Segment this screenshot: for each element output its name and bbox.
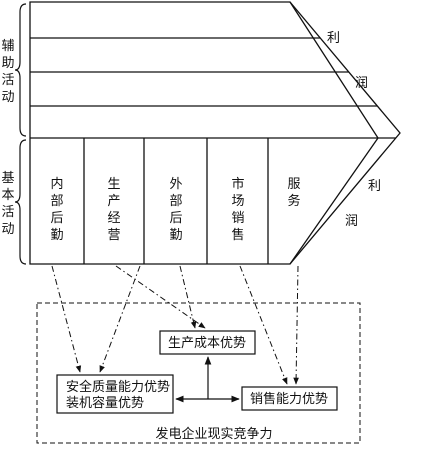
solid-connectors — [175, 356, 240, 403]
operations-to-cost-arrow — [115, 265, 206, 329]
cost-advantage-label: 生产成本优势 — [168, 335, 246, 351]
cost-advantage-box — [159, 330, 256, 355]
primary-activity-labels: 内部后勤 生产经营 外部后勤 市场销售 服务 — [50, 176, 300, 243]
operations-to-quality-arrow — [99, 265, 141, 373]
primary-activity-label: 外部后勤 — [169, 177, 182, 243]
value-chain-outline — [29, 1, 401, 265]
sales-advantage-label: 销售能力优势 — [250, 391, 328, 407]
support-margin-chevron — [289, 1, 379, 139]
primary-margin-label-top: 利 — [368, 179, 381, 194]
primary-activity-label: 服务 — [287, 177, 300, 209]
support-margin-label-top: 利 — [327, 31, 340, 46]
outbound-to-cost-arrow — [179, 265, 197, 329]
quality-capacity-label-line1: 安全质量能力优势 — [66, 379, 170, 395]
support-margin-label-bottom: 润 — [355, 76, 368, 91]
primary-margin-chevron — [289, 137, 379, 265]
primary-brace — [14, 139, 27, 265]
service-to-sales-arrow — [293, 265, 299, 385]
primary-activity-label: 市场销售 — [231, 176, 244, 243]
influence-arrows — [51, 265, 299, 385]
support-activities-label: 辅助活动 — [1, 39, 14, 105]
value-chain — [29, 1, 401, 265]
quality-capacity-label-line2: 装机容量优势 — [66, 395, 144, 411]
support-brace — [14, 3, 27, 137]
primary-activities-label: 基本活动 — [1, 171, 14, 237]
primary-activity-label: 生产经营 — [107, 177, 120, 243]
inbound-to-quality-arrow — [51, 265, 82, 373]
competitiveness-region — [36, 302, 361, 444]
quality-capacity-box — [56, 374, 174, 414]
primary-margin-label-bottom: 润 — [345, 214, 358, 229]
sales-advantage-box — [241, 386, 338, 411]
primary-activity-label: 内部后勤 — [50, 176, 63, 243]
competitiveness-title: 发电企业现实竞争力 — [155, 426, 272, 442]
marketing-to-sales-arrow — [239, 265, 288, 385]
